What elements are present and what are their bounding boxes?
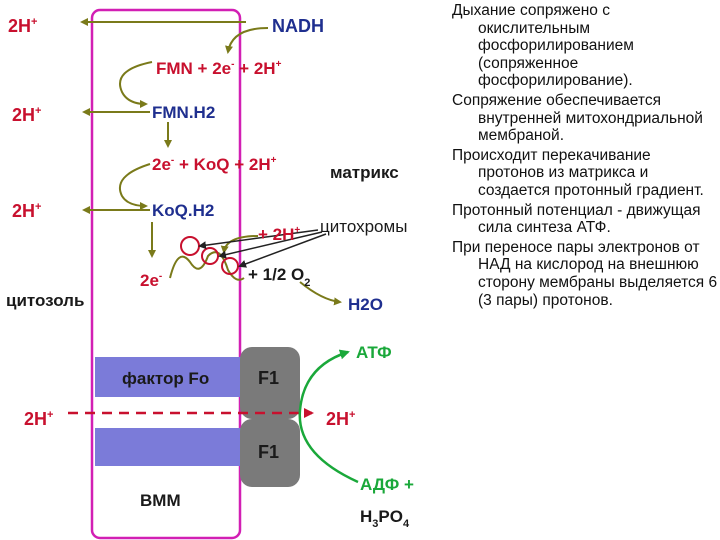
notes-panel: Дыхание сопряжено с окислительным фосфор… [452,2,720,311]
fmn-reduction-arrow [119,61,153,108]
note-item: Дыхание сопряжено с окислительным фосфор… [452,2,634,90]
cytochrome-circle-2 [201,247,219,265]
fo-band-top [95,357,245,397]
vmm-label: ВММ [140,491,181,510]
matrix-label: матрикс [330,163,399,182]
nadh-to-fmn-arrow [225,27,269,54]
koq-equation: 2e- + KoQ + 2H+ [152,155,277,174]
note-item: Сопряжение обеспечивается внутренней мит… [452,91,703,145]
cyt-proton-label: + 2H+ [258,225,300,244]
proton-label-left-3: 2H+ [12,201,41,221]
proton-label-left-1: 2H+ [8,16,37,36]
note-item: Происходит перекачивание протонов из мат… [452,146,704,199]
nadh-label: NADH [272,16,324,36]
water-label: H2O [348,295,383,314]
adp-label: АДФ + [360,475,414,494]
fmn-h2-label: FMN.H2 [152,103,215,122]
inner-membrane [90,8,242,540]
koq-h2-label: KoQ.H2 [152,201,214,220]
oxphos-diagram: 2H+ 2H+ 2H+ 2H+ 2H+ NADH FMN + 2e- + 2H+… [6,8,414,540]
f1-block-bottom [240,419,300,487]
cyt-proton-arrow [220,235,259,254]
cytosol-label: цитозоль [6,291,84,310]
cytochrome-pointer-1 [198,229,319,250]
cytochrome-circle-1 [180,236,200,256]
proton-label-left-4: 2H+ [24,409,53,429]
note-item: Протонный потенциал - движущая сила синт… [452,201,701,237]
koq-reduction-arrow [119,163,151,210]
f1-label-bottom: F1 [258,442,279,462]
cytochromes-label: цитохромы [320,217,407,236]
cytochrome-pointer-2 [218,231,323,259]
phosphate-label: H3PO4 [360,507,410,530]
cyt-wave-arrow [169,251,245,281]
note-item: При переносе пары электронов от НАД на к… [452,238,718,309]
f1-label-top: F1 [258,368,279,388]
atp-synthesis-arrow [298,349,359,484]
atp-label: АТФ [356,343,392,362]
fmn-equation: FMN + 2e- + 2H+ [156,59,282,78]
two-e-label: 2e- [140,271,162,290]
cytochrome-pointer-3 [238,233,327,268]
f1-block-top [240,347,300,419]
oxygen-label: + 1/2 O2 [248,265,310,289]
cytochrome-circle-3 [221,257,239,275]
proton-label-left-2: 2H+ [12,105,41,125]
proton-label-right: 2H+ [326,409,355,429]
to-water-arrow [299,281,342,306]
factor-fo-label: фактор Fo [122,369,209,388]
fo-band-bottom [95,428,245,466]
